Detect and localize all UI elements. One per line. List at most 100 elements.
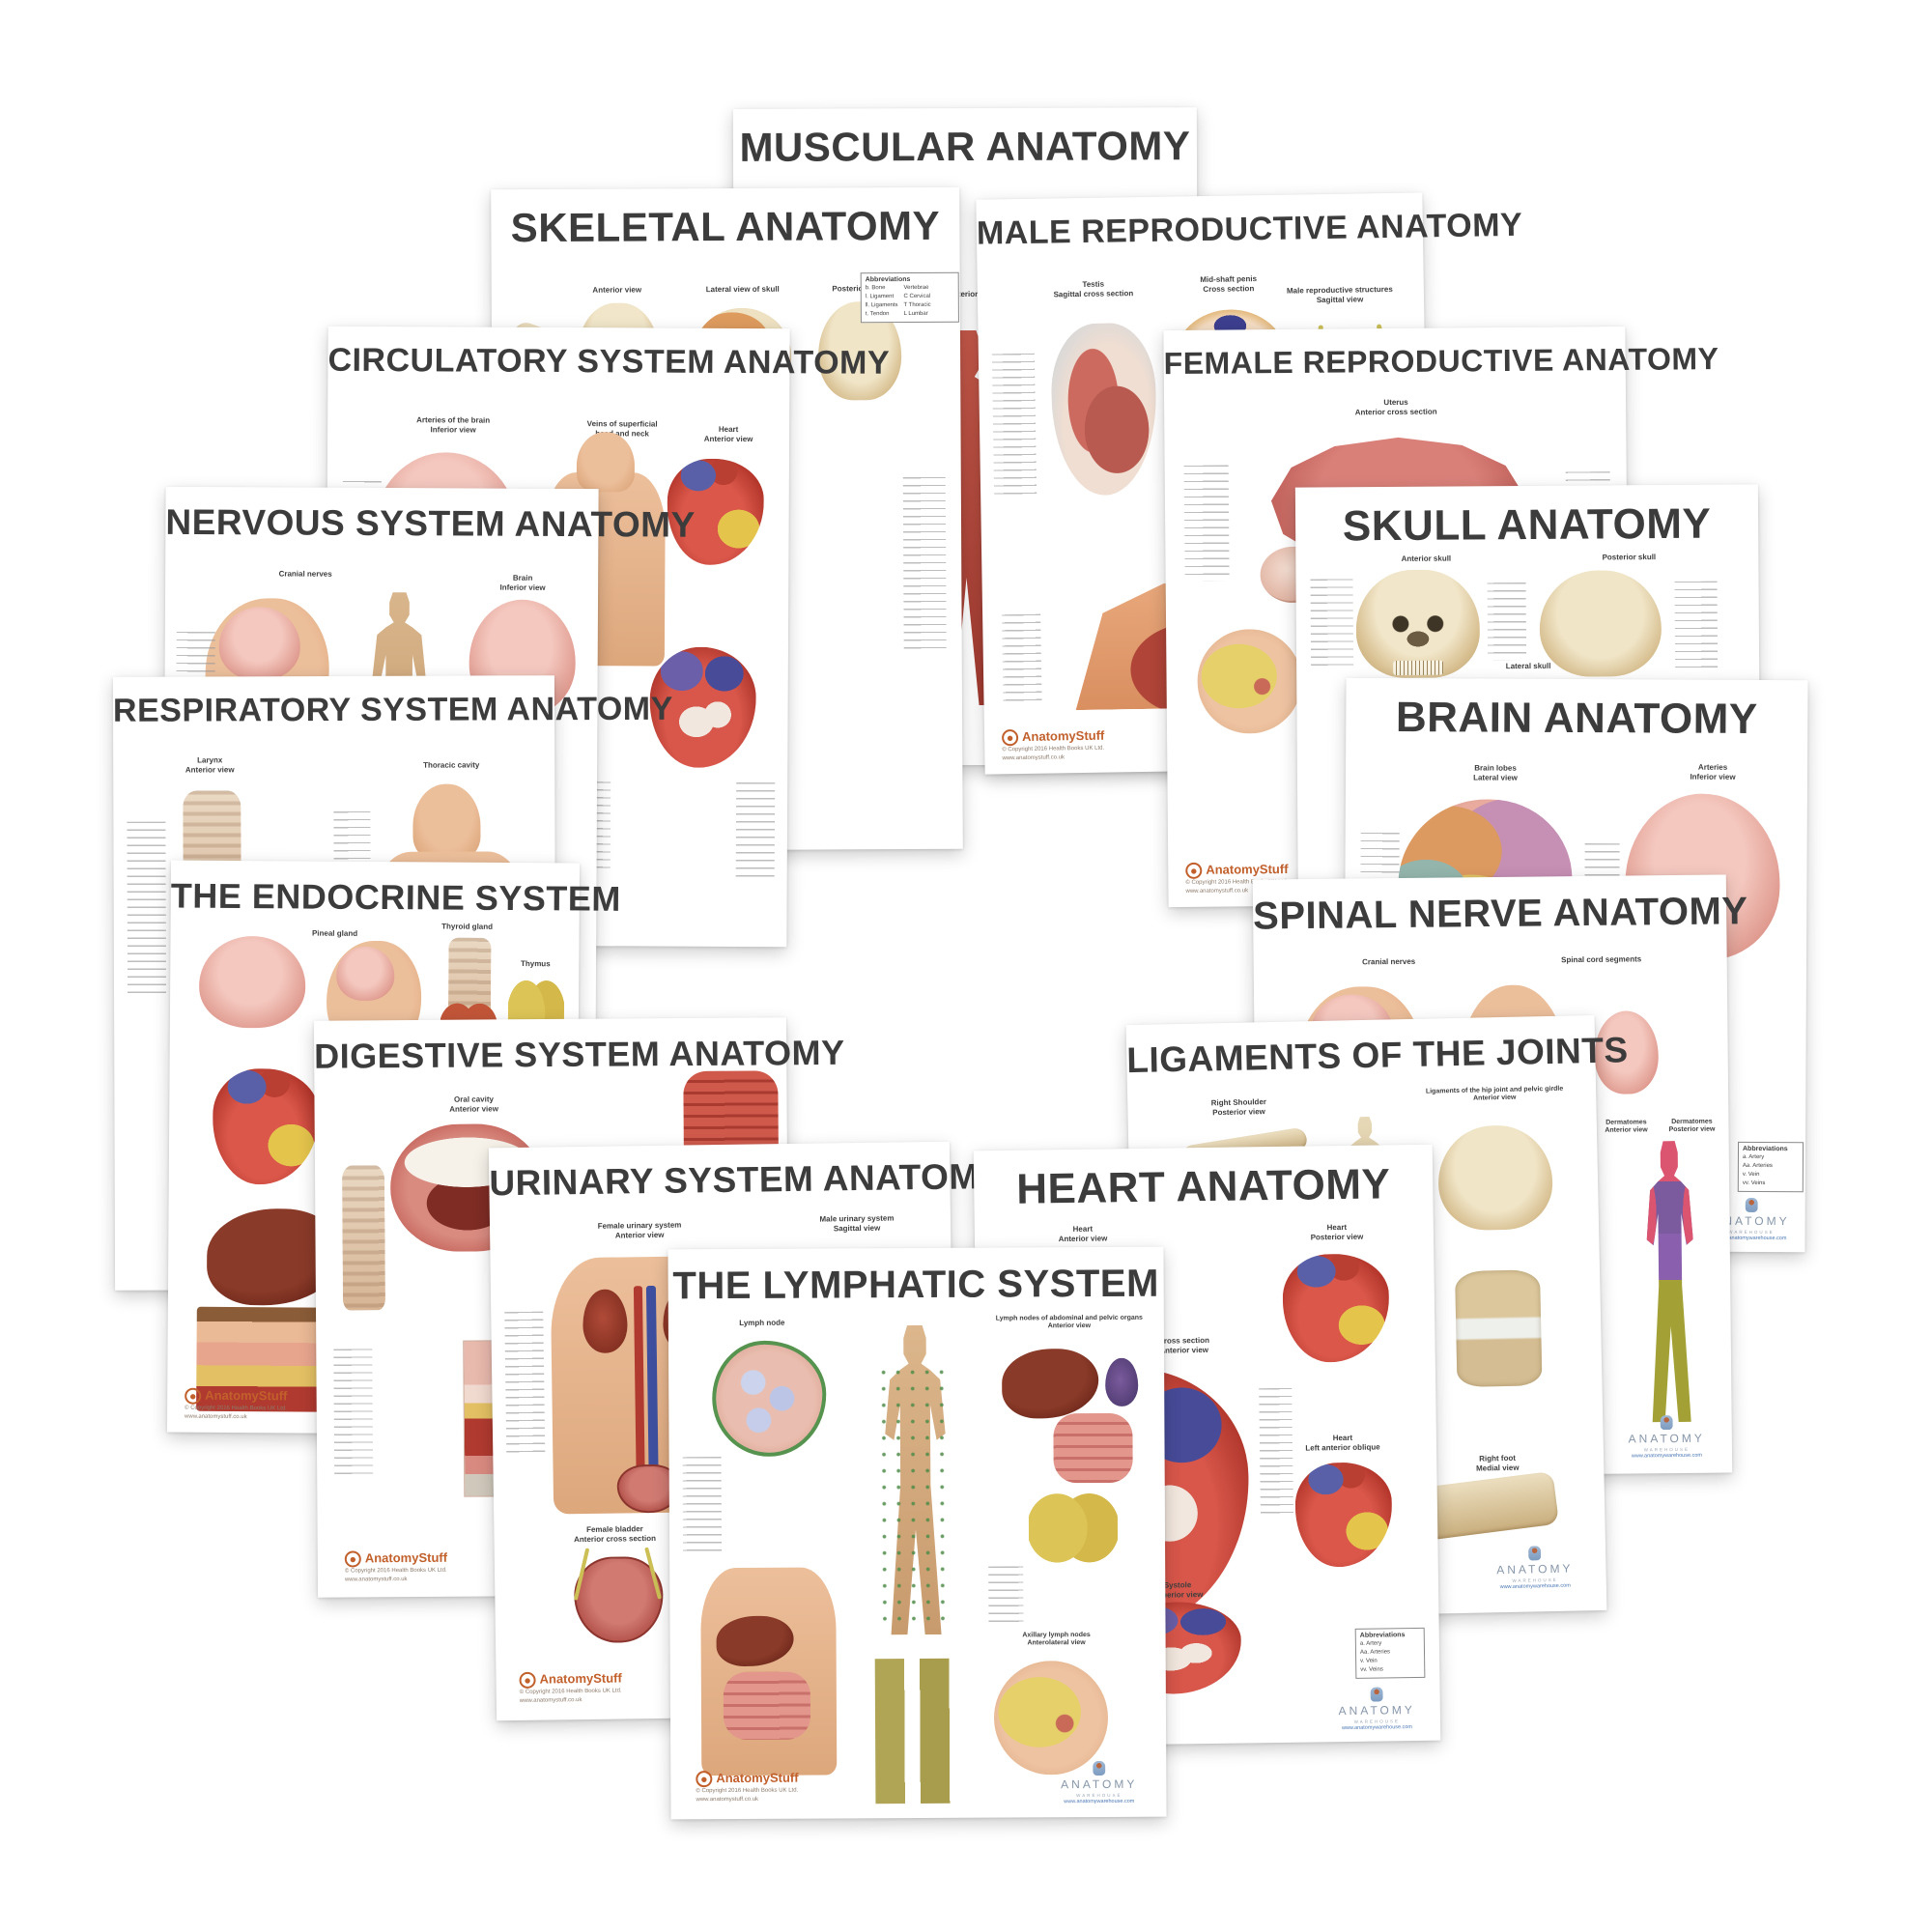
brain-in-head-illustration bbox=[336, 946, 395, 1002]
anatomy-warehouse-icon bbox=[1093, 1761, 1106, 1776]
figure-caption: Testis Sagittal cross section bbox=[1053, 279, 1134, 299]
poster-title: CIRCULATORY SYSTEM ANATOMY bbox=[327, 341, 891, 382]
brain-sagittal-illustration bbox=[198, 935, 306, 1029]
lymph-nodes-dots-overlay bbox=[876, 1363, 955, 1626]
poster-title: FEMALE REPRODUCTIVE ANATOMY bbox=[1163, 341, 1719, 382]
anatomystuff-logo: AnatomyStuff © Copyright 2016 Health Boo… bbox=[696, 1771, 799, 1803]
anatomystuff-icon bbox=[1001, 729, 1019, 747]
label-text-lines bbox=[1674, 581, 1719, 668]
figure-caption: Thyroid gland bbox=[441, 922, 494, 931]
figure-caption: Arteries Inferior view bbox=[1690, 762, 1736, 781]
figure-caption: Oral cavity Anterior view bbox=[449, 1094, 498, 1114]
label-text-lines bbox=[735, 781, 776, 880]
figure-caption: Cranial nerves bbox=[278, 569, 332, 579]
head-illustration bbox=[412, 783, 481, 860]
abbreviations-box: Abbreviations a. Artery Aa. Arteries v. … bbox=[1354, 1627, 1426, 1679]
label-text-lines bbox=[333, 1349, 374, 1475]
heart-illustration bbox=[212, 1067, 320, 1185]
mesenteric-lymph-web-illustration bbox=[1028, 1486, 1119, 1567]
figure-caption: Anterior view bbox=[592, 285, 642, 295]
figure-caption: Ligaments of the hip joint and pelvic gi… bbox=[1425, 1085, 1564, 1103]
label-text-lines bbox=[1002, 613, 1042, 702]
spleen-illustration bbox=[1105, 1357, 1139, 1406]
poster-title: MALE REPRODUCTIVE ANATOMY bbox=[976, 206, 1523, 252]
anatomy-warehouse-logo: ANATOMY WAREHOUSE www.anatomywarehouse.c… bbox=[1496, 1546, 1574, 1591]
figure-caption: Heart Left anterior oblique bbox=[1305, 1433, 1380, 1453]
figure-caption: Heart Posterior view bbox=[1310, 1222, 1364, 1242]
figure-caption: Right foot Medial view bbox=[1475, 1453, 1520, 1473]
anatomy-warehouse-logo: ANATOMY WAREHOUSE www.anatomywarehouse.c… bbox=[1628, 1415, 1705, 1460]
figure-caption: Uterus Anterior cross section bbox=[1354, 397, 1437, 416]
anatomy-warehouse-icon bbox=[1370, 1687, 1383, 1703]
skull-anterior-illustration bbox=[1355, 569, 1481, 679]
poster-title: SKELETAL ANATOMY bbox=[510, 202, 941, 251]
poster-title: BRAIN ANATOMY bbox=[1395, 694, 1758, 743]
label-text-lines bbox=[1259, 1387, 1293, 1515]
brain-sagittal-illustration bbox=[218, 607, 300, 681]
figure-caption: Posterior skull bbox=[1602, 553, 1657, 562]
anatomystuff-logo: AnatomyStuff © Copyright 2016 Health Boo… bbox=[1001, 728, 1105, 761]
anatomy-warehouse-logo: ANATOMY WAREHOUSE www.anatomywarehouse.c… bbox=[1061, 1761, 1137, 1805]
figure-caption: Axillary lymph nodes Anterolateral view bbox=[1022, 1632, 1091, 1647]
anatomy-warehouse-icon bbox=[1745, 1198, 1758, 1213]
figure-caption: Lymph node bbox=[739, 1318, 785, 1327]
figure-caption: Dermatomes Posterior view bbox=[1668, 1118, 1716, 1134]
figure-caption: Pineal gland bbox=[311, 928, 358, 938]
abbreviations-box: Abbreviations b. Bone l. Ligament ll. Li… bbox=[860, 271, 959, 324]
label-text-lines bbox=[902, 476, 947, 652]
figure-caption: Thymus bbox=[520, 959, 551, 969]
stomach-intestine-illustration bbox=[1053, 1412, 1133, 1484]
poster-title: SPINAL NERVE ANATOMY bbox=[1252, 890, 1748, 938]
anatomystuff-logo: AnatomyStuff © Copyright 2016 Health Boo… bbox=[185, 1387, 288, 1420]
figure-caption: Thoracic cavity bbox=[423, 760, 480, 770]
figure-caption: Female urinary system Anterior view bbox=[597, 1220, 682, 1240]
figure-caption: Brain Inferior view bbox=[499, 573, 546, 592]
anatomystuff-icon bbox=[1185, 862, 1203, 879]
figure-caption: Anterior skull bbox=[1401, 554, 1452, 563]
figure-caption: Veins of superficial head and neck bbox=[586, 419, 658, 439]
anatomystuff-logo: AnatomyStuff © Copyright 2016 Health Boo… bbox=[519, 1670, 622, 1704]
esophagus-illustration bbox=[341, 1165, 386, 1311]
figure-caption: Brain lobes Lateral view bbox=[1473, 763, 1518, 782]
dermatome-figure-illustration bbox=[1621, 1141, 1720, 1432]
poster-title: SKULL ANATOMY bbox=[1342, 499, 1712, 551]
poster-title: RESPIRATORY SYSTEM ANATOMY bbox=[112, 690, 673, 729]
figure-caption: Heart Anterior view bbox=[703, 424, 753, 443]
figure-caption: Female bladder Anterior cross section bbox=[574, 1524, 657, 1544]
figure-caption: Heart Anterior view bbox=[1058, 1224, 1108, 1243]
abbreviations-box: Abbreviations a. Artery Aa. Arteries v. … bbox=[1737, 1141, 1804, 1193]
breast-lymph-nodes-illustration bbox=[993, 1660, 1109, 1776]
anatomystuff-icon bbox=[696, 1771, 713, 1788]
figure-caption: Cranial nerves bbox=[1362, 956, 1416, 967]
figure-caption: Male reproductive structures Sagittal vi… bbox=[1286, 284, 1393, 304]
leg-lymphatics-illustration bbox=[874, 1658, 953, 1804]
label-text-lines bbox=[988, 1566, 1024, 1625]
label-text-lines bbox=[1183, 465, 1230, 582]
label-text-lines bbox=[504, 1311, 546, 1458]
label-text-lines bbox=[127, 821, 167, 996]
label-text-lines bbox=[1310, 579, 1354, 671]
poster-title: THE ENDOCRINE SYSTEM bbox=[170, 875, 621, 919]
hip-joint-illustration bbox=[1455, 1269, 1543, 1388]
poster-lymphatic-system: THE LYMPHATIC SYSTEM Lymph node Lymph no… bbox=[668, 1246, 1167, 1820]
poster-title: HEART ANATOMY bbox=[1015, 1160, 1391, 1213]
head-illustration bbox=[576, 432, 636, 493]
intestines-in-torso-illustration bbox=[723, 1671, 811, 1741]
figure-caption: Arteries of the brain Inferior view bbox=[416, 415, 491, 435]
label-text-lines bbox=[1487, 582, 1527, 661]
foot-bones-illustration bbox=[1418, 1470, 1560, 1541]
liver-illustration bbox=[1002, 1349, 1099, 1419]
heart-oblique-illustration bbox=[1294, 1462, 1393, 1568]
anatomystuff-icon bbox=[344, 1550, 361, 1568]
figure-caption: Dermatomes Anterior view bbox=[1605, 1119, 1648, 1135]
lymph-node-illustration bbox=[711, 1340, 827, 1458]
anatomy-warehouse-icon bbox=[1527, 1546, 1542, 1561]
pelvis-ligaments-illustration bbox=[1436, 1123, 1554, 1232]
figure-caption: Spinal cord segments bbox=[1561, 954, 1642, 965]
anatomystuff-logo: AnatomyStuff © Copyright 2016 Health Boo… bbox=[344, 1550, 448, 1583]
testis-illustration bbox=[1050, 322, 1158, 497]
poster-title: LIGAMENTS OF THE JOINTS bbox=[1125, 1030, 1629, 1081]
figure-caption: Lymph nodes of abdominal and pelvic orga… bbox=[995, 1314, 1143, 1330]
figure-caption: Lateral skull bbox=[1505, 661, 1551, 671]
